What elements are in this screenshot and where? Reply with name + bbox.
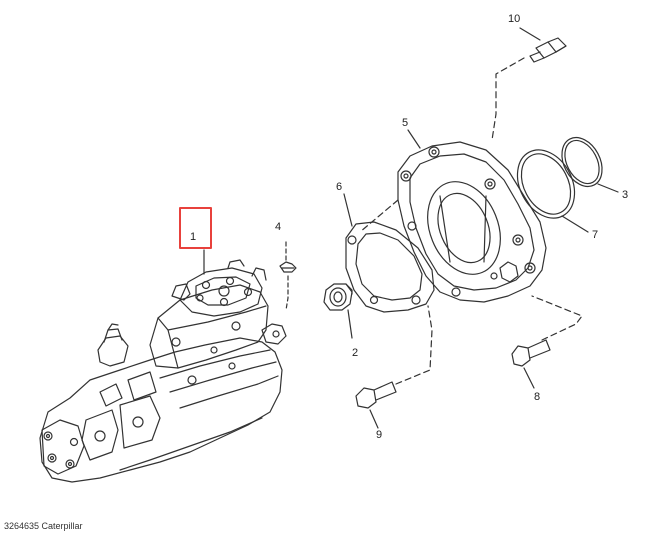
- callout-1[interactable]: 1: [190, 231, 196, 243]
- leader-line-8: [523, 367, 535, 389]
- leader-line-3: [597, 183, 619, 193]
- o-ring-large-part[interactable]: [506, 140, 586, 228]
- leader-line-9b: [395, 305, 433, 385]
- fuel-injection-pump[interactable]: [39, 259, 287, 483]
- leader-line-8b: [531, 295, 583, 341]
- highlight-box-callout-1: [179, 207, 212, 249]
- leader-line-5: [407, 129, 421, 149]
- o-ring-small-part[interactable]: [554, 131, 610, 194]
- leader-line-7: [561, 215, 589, 233]
- leader-line-10: [519, 27, 541, 41]
- leader-line-2: [347, 309, 353, 339]
- callout-10[interactable]: 10: [508, 13, 520, 25]
- callout-5[interactable]: 5: [402, 117, 408, 129]
- bolt-part-8[interactable]: [511, 339, 551, 367]
- adapter-housing-part[interactable]: [397, 141, 547, 303]
- leader-line-10b: [491, 57, 525, 141]
- leader-line-9: [369, 409, 379, 429]
- callout-4[interactable]: 4: [275, 221, 281, 233]
- bolt-part-9[interactable]: [355, 381, 397, 409]
- callout-3[interactable]: 3: [622, 189, 628, 201]
- callout-2[interactable]: 2: [352, 347, 358, 359]
- diagram-caption: 3264635 Caterpillar: [4, 521, 83, 531]
- nut-part[interactable]: [323, 283, 353, 311]
- bolt-part-10[interactable]: [529, 37, 567, 63]
- leader-line-6: [343, 193, 353, 227]
- callout-7[interactable]: 7: [592, 229, 598, 241]
- woodruff-key-part[interactable]: [279, 261, 297, 273]
- leader-line-housing-gasket: [359, 199, 399, 233]
- callout-9[interactable]: 9: [376, 429, 382, 441]
- callout-8[interactable]: 8: [534, 391, 540, 403]
- leader-line-4b: [285, 275, 289, 311]
- callout-6[interactable]: 6: [336, 181, 342, 193]
- gasket-part[interactable]: [345, 221, 435, 313]
